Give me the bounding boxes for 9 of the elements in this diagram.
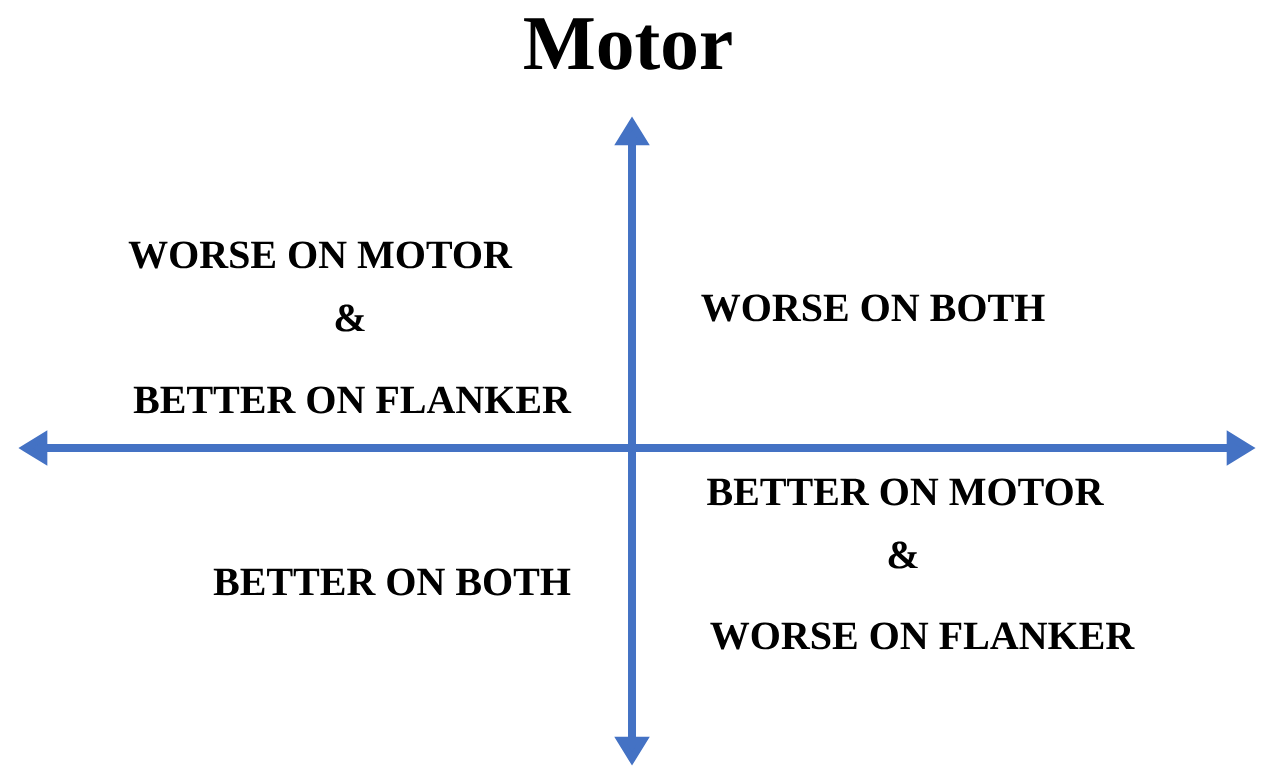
quadrant-label: WORSE ON MOTOR <box>128 241 513 269</box>
title: Motor <box>524 18 732 70</box>
quadrant-label: & <box>335 304 365 332</box>
quadrant-label: BETTER ON BOTH <box>213 568 571 596</box>
quadrant-label: & <box>888 541 918 569</box>
quadrant-label: BETTER ON MOTOR <box>707 478 1104 506</box>
quadrant-label: WORSE ON BOTH <box>701 294 1045 322</box>
quadrant-label: BETTER ON FLANKER <box>133 386 572 414</box>
quadrant-label: WORSE ON FLANKER <box>710 622 1135 650</box>
